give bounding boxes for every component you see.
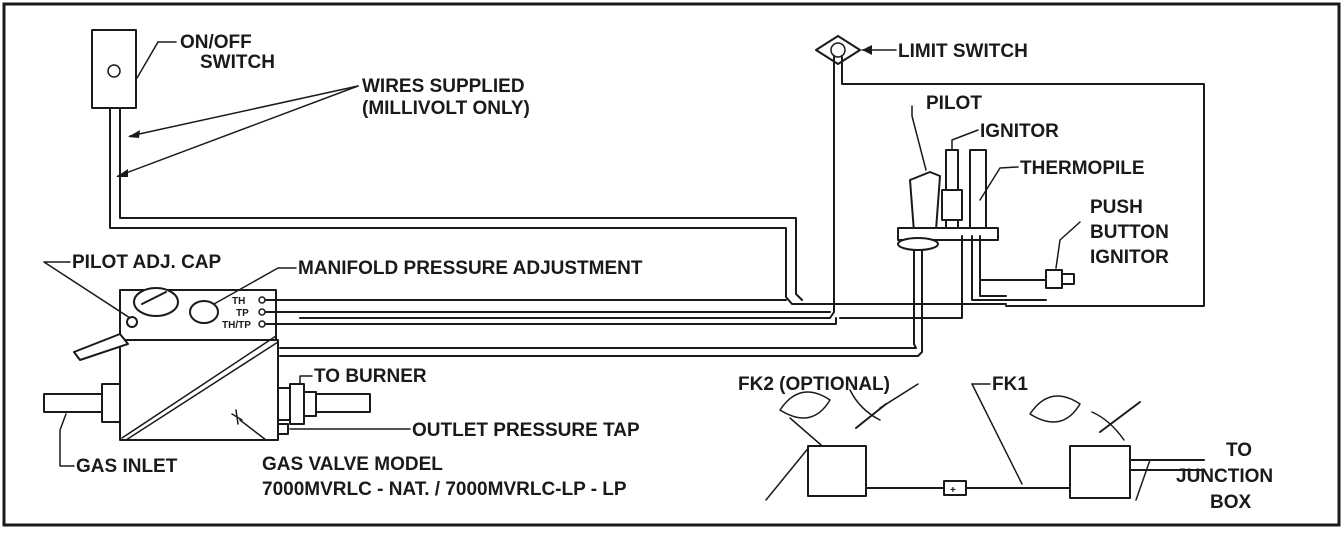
limit-switch-label: LIMIT SWITCH — [898, 41, 1028, 62]
wires-supplied-label-2: (MILLIVOLT ONLY) — [362, 98, 530, 119]
wires-arrow-1 — [129, 85, 359, 137]
wires-supplied-label-1: WIRES SUPPLIED — [362, 76, 525, 97]
push-button-label-2: BUTTON — [1090, 222, 1169, 243]
manifold-leader — [213, 267, 297, 305]
fk1-leader — [971, 383, 1023, 485]
fk1-label: FK1 — [992, 374, 1028, 395]
pilot-adj-leader — [43, 261, 131, 319]
gas-inlet-leader — [59, 413, 75, 467]
wires-arrow-2 — [117, 85, 359, 177]
pilot-leader — [911, 105, 927, 171]
pilot-label: PILOT — [926, 93, 982, 114]
fk2-leader — [879, 383, 919, 409]
push-button-label-1: PUSH — [1090, 197, 1143, 218]
pilot-assembly — [279, 149, 1047, 357]
to-junction-box-label-2: JUNCTION — [1176, 466, 1273, 487]
on-off-leader — [136, 41, 159, 79]
th-tp-wire — [265, 317, 837, 325]
fan-fk1 — [1029, 395, 1151, 501]
manifold-pressure-label: MANIFOLD PRESSURE ADJUSTMENT — [298, 258, 643, 279]
terminal-tp: TP — [236, 308, 249, 319]
push-button-leader — [1055, 221, 1081, 269]
gas-valve — [73, 287, 289, 441]
gas-inlet-pipe — [43, 383, 121, 423]
gas-valve-model-label-1: GAS VALVE MODEL — [262, 454, 443, 475]
pilot-adj-cap-label: PILOT ADJ. CAP — [72, 252, 222, 273]
terminal-th-tp: TH/TP — [222, 320, 251, 331]
terminal-th: TH — [232, 296, 245, 307]
limit-switch — [299, 35, 1205, 319]
to-junction-box-label-3: BOX — [1210, 492, 1252, 513]
gas-valve-model-leader — [239, 419, 267, 441]
push-button-label-3: IGNITOR — [1090, 247, 1169, 268]
on-off-switch-label-1: ON/OFF — [180, 32, 252, 53]
gas-valve-model-label-2: 7000MVRLC - NAT. / 7000MVRLC-LP - LP — [262, 479, 627, 500]
thermopile-leader — [979, 166, 1019, 201]
outlet-pressure-tap-label: OUTLET PRESSURE TAP — [412, 420, 640, 441]
ignitor-label: IGNITOR — [980, 121, 1059, 142]
on-off-switch — [91, 29, 1007, 305]
push-button-ignitor — [979, 269, 1075, 289]
fk2-label: FK2 (OPTIONAL) — [738, 374, 890, 395]
to-burner-leader — [299, 375, 313, 385]
to-burner-label: TO BURNER — [314, 366, 427, 387]
wires-arrowhead-1 — [128, 130, 140, 138]
limit-switch-arrowhead — [862, 45, 872, 55]
thermopile-label: THERMOPILE — [1020, 158, 1145, 179]
on-off-switch-label-2: SWITCH — [200, 52, 275, 73]
gas-inlet-label: GAS INLET — [76, 456, 178, 477]
to-junction-box-label-1: TO — [1226, 440, 1252, 461]
wires-arrowhead-2 — [116, 169, 128, 177]
fan-fk2 — [765, 389, 887, 501]
diagram-frame — [2, 2, 1341, 527]
connector-mark: + — [950, 485, 956, 496]
ignitor-leader — [951, 129, 979, 151]
burner-outlet-pipe — [277, 383, 371, 425]
